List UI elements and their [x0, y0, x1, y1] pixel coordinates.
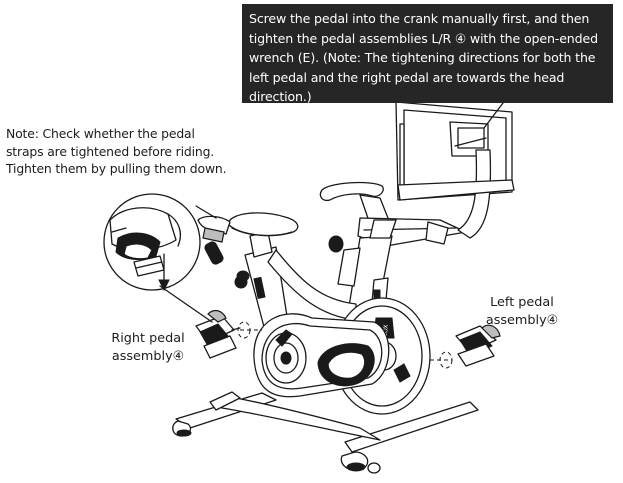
left-pedal-label-line2: assembly④	[485, 313, 559, 328]
left-pedal-label: Left pedal assembly④	[474, 294, 570, 330]
strap-note: Note: Check whether the pedal straps are…	[6, 125, 228, 178]
strap-detail-inset	[103, 193, 217, 323]
strap-note-text: Note: Check whether the pedal straps are…	[6, 126, 227, 176]
right-pedal-label-line1: Right pedal	[111, 331, 185, 346]
front-stabilizer	[340, 401, 479, 474]
main-frame-base	[209, 391, 381, 441]
left-pedal-assembly	[430, 324, 501, 369]
right-pedal-label: Right pedal assembly④	[100, 330, 196, 366]
saddle	[197, 212, 299, 265]
right-pedal-assembly	[195, 309, 262, 359]
callout-leader-line	[483, 102, 504, 129]
instruction-text: Screw the pedal into the crank manually …	[249, 11, 598, 104]
chain-guard	[253, 313, 390, 398]
tablet-holder	[395, 101, 515, 239]
right-pedal-label-line2: assembly④	[111, 349, 185, 364]
left-pedal-label-line1: Left pedal	[490, 295, 554, 310]
instruction-callout: Screw the pedal into the crank manually …	[242, 4, 613, 104]
